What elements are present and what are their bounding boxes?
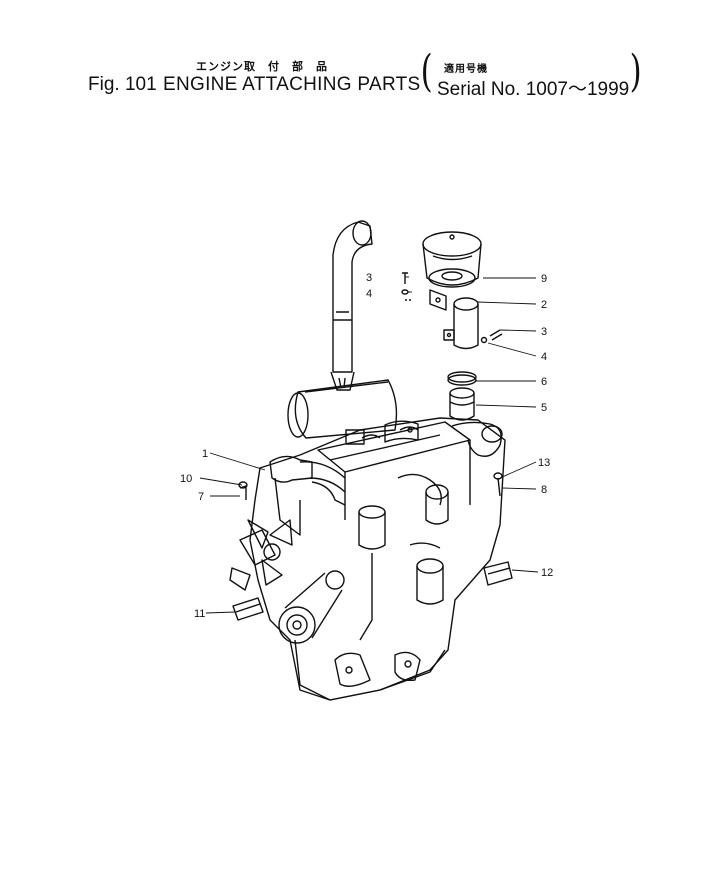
intake-hose xyxy=(449,387,475,421)
air-cleaner xyxy=(422,231,482,288)
fuel-filter xyxy=(358,505,386,641)
turbo-piping xyxy=(397,421,503,525)
fan-assembly xyxy=(229,519,293,591)
callout-4a: 4 xyxy=(366,288,372,300)
callout-3b: 3 xyxy=(541,326,547,338)
callout-7: 9 xyxy=(541,273,547,285)
eye-bolt-left xyxy=(238,481,248,500)
cleaner-bracket xyxy=(429,289,447,311)
callout-6: 6 xyxy=(541,376,547,388)
oil-filter xyxy=(409,542,444,605)
serial-range: Serial No. 1007～1999 xyxy=(437,79,630,100)
engine-mount-left xyxy=(232,597,264,621)
open-paren: ( xyxy=(420,46,433,97)
muffler xyxy=(287,379,398,439)
hose-clamp xyxy=(447,371,477,386)
close-paren: ) xyxy=(629,46,642,97)
callout-numbers: 3 4 9 2 3 4 6 5 1 10 7 11 12 13 8 xyxy=(180,272,553,620)
callout-3a: 3 xyxy=(366,272,372,284)
japanese-title: エンジン取 付 部 品 xyxy=(196,60,328,73)
callout-1: 1 xyxy=(202,448,208,460)
callout-4b: 4 xyxy=(541,351,547,363)
crank-pulley xyxy=(278,570,345,644)
callout-5: 5 xyxy=(541,402,547,414)
bolt-right xyxy=(480,329,503,344)
leader-lines xyxy=(199,276,539,614)
engine-block xyxy=(249,417,506,701)
callout-10: 10 xyxy=(180,473,192,485)
oil-pan xyxy=(294,639,446,701)
callout-2: 2 xyxy=(541,299,547,311)
callout-11: 11 xyxy=(194,608,205,620)
figure-title: ENGINE ATTACHING PARTS xyxy=(163,74,421,95)
callout-13: 13 xyxy=(538,457,550,469)
figure-label: Fig. 101 xyxy=(88,74,157,95)
callout-12: 12 xyxy=(541,567,553,579)
japanese-serial-label: 適用号機 xyxy=(444,64,488,75)
callout-9: 8 xyxy=(541,484,547,496)
manifold xyxy=(269,455,346,536)
callout-8: 7 xyxy=(198,491,204,503)
engine-mount-right xyxy=(483,561,513,586)
exhaust-pipe xyxy=(330,220,373,391)
eye-bolt-right xyxy=(493,472,503,497)
intake-pipe xyxy=(443,297,479,350)
